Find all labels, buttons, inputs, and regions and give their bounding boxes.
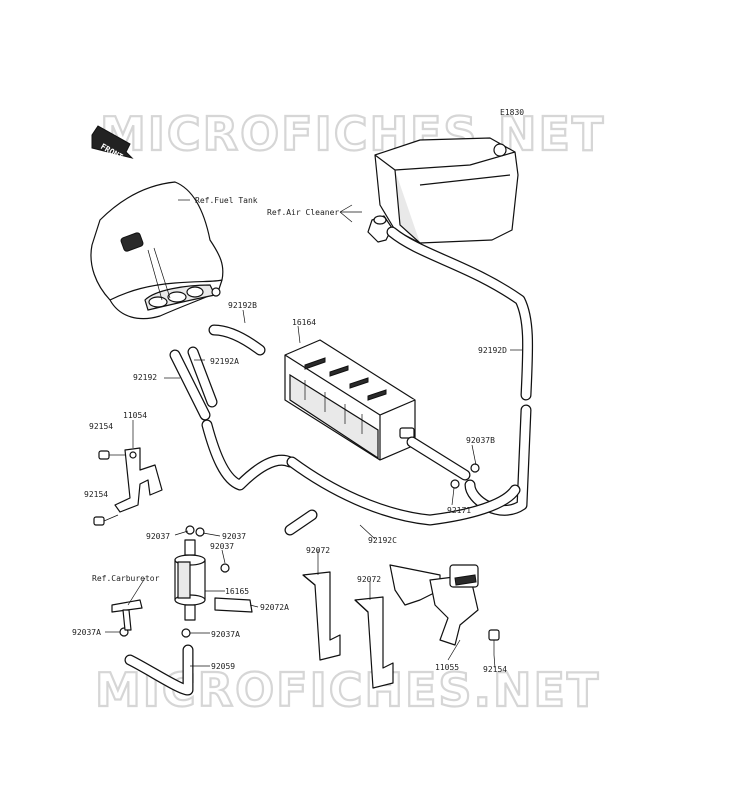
bracket-11054	[114, 447, 163, 513]
label-92072A: 92072A	[260, 603, 289, 612]
label-92192C: 92192C	[368, 536, 397, 545]
label-92037B: 92037B	[466, 436, 495, 445]
ref-air-cleaner: Ref.Air Cleaner	[267, 208, 339, 217]
label-92037-c: 92037	[210, 542, 234, 551]
label-16164: 16164	[292, 318, 316, 327]
hoses	[124, 226, 534, 696]
fuel-tank	[90, 181, 224, 320]
label-92059: 92059	[211, 662, 235, 671]
label-11054: 11054	[123, 411, 147, 420]
bolt-92154-c	[488, 629, 500, 655]
ref-carburetor: Ref.Carburetor	[92, 574, 160, 583]
bracket-92072-b	[354, 596, 394, 689]
watermark-bottom: MICROFICHES.NET	[95, 663, 600, 717]
bracket-92072-a	[302, 571, 341, 661]
diagram-code: E1830	[500, 108, 524, 117]
canister-16164	[284, 339, 416, 461]
fuel-filter-16165	[174, 539, 206, 621]
clamps	[119, 463, 480, 638]
label-11055: 11055	[435, 663, 459, 672]
label-92192D: 92192D	[478, 346, 507, 355]
bolt-92154-b	[93, 514, 119, 526]
label-92037-a: 92037	[146, 532, 170, 541]
label-92072-a: 92072	[306, 546, 330, 555]
watermark-top: MICROFICHES.NET	[100, 107, 605, 161]
label-92192A: 92192A	[210, 357, 239, 366]
label-92037A-b: 92037A	[211, 630, 240, 639]
label-92154-c: 92154	[483, 665, 507, 674]
label-92192B: 92192B	[228, 301, 257, 310]
label-92192: 92192	[133, 373, 157, 382]
label-92037-b: 92037	[222, 532, 246, 541]
label-92154-a: 92154	[89, 422, 113, 431]
air-cleaner	[367, 137, 519, 244]
bracket-92072A	[214, 597, 253, 613]
label-92154-b: 92154	[84, 490, 108, 499]
ref-fuel-tank: Ref.Fuel Tank	[195, 196, 258, 205]
leader-lines	[105, 309, 522, 669]
label-92072-b: 92072	[357, 575, 381, 584]
label-16165: 16165	[225, 587, 249, 596]
bracket-11055	[389, 564, 479, 646]
bolt-92154-a	[98, 450, 125, 460]
label-92037A-a: 92037A	[72, 628, 101, 637]
part-labels: 92192B 16164 92192D 92192A 92192 11054 9…	[72, 301, 507, 674]
label-92171: 92171	[447, 506, 471, 515]
carburetor-fitting	[111, 599, 143, 631]
